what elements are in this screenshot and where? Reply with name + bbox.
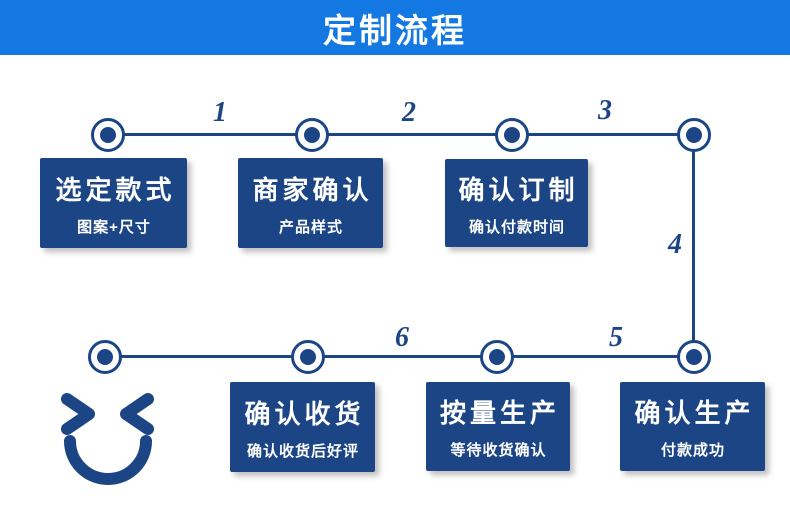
step-number-6: 6 [395, 322, 409, 353]
flow-node-corner-bottom [677, 340, 711, 374]
node-dot [97, 349, 113, 365]
step-box-merchant-confirm: 商家确认 产品样式 [238, 158, 383, 248]
step-subtitle: 产品样式 [278, 218, 343, 236]
step-subtitle: 图案+尺寸 [77, 218, 151, 236]
step-box-produce-by-volume: 按量生产 等待收货确认 [426, 382, 570, 471]
step-number-1: 1 [213, 97, 227, 128]
flow-node-2 [295, 118, 329, 152]
flow-node-corner-top [677, 118, 711, 152]
step-number-5: 5 [609, 322, 623, 353]
step-title: 商家确认 [252, 174, 373, 205]
step-number-2: 2 [402, 97, 416, 128]
step-box-confirm-receipt: 确认收货 确认收货后好评 [230, 382, 375, 472]
step-subtitle: 等待收货确认 [450, 442, 547, 459]
step-title: 确认订制 [458, 174, 579, 205]
page-title: 定制流程 [323, 11, 467, 49]
connector-line-right [692, 134, 695, 356]
step-subtitle: 付款成功 [660, 442, 725, 459]
smiley-left-eye [61, 393, 95, 435]
node-dot [686, 127, 702, 143]
step-subtitle: 确认收货后好评 [246, 442, 359, 460]
step-box-confirm-order: 确认订制 确认付款时间 [445, 159, 588, 247]
node-dot [100, 127, 116, 143]
step-number-4: 4 [668, 229, 682, 260]
step-subtitle: 确认付款时间 [468, 218, 565, 236]
flow-node-5 [480, 340, 514, 374]
step-title: 确认收货 [244, 398, 365, 429]
step-number-3: 3 [598, 95, 612, 126]
step-title: 确认生产 [634, 398, 755, 428]
smiley-icon [61, 393, 154, 485]
node-dot [300, 349, 316, 365]
connector-line-top [108, 133, 694, 136]
node-dot [489, 349, 505, 365]
connector-line-bottom [105, 355, 694, 358]
smiley-right-eye [120, 393, 154, 435]
step-box-select-style: 选定款式 图案+尺寸 [40, 158, 187, 248]
node-dot [686, 349, 702, 365]
flow-node-end [88, 340, 122, 374]
flow-node-3 [495, 118, 529, 152]
step-box-confirm-production: 确认生产 付款成功 [620, 382, 765, 471]
step-title: 选定款式 [55, 174, 176, 205]
smiley-mouth [64, 435, 152, 485]
node-dot [304, 127, 320, 143]
node-dot [504, 127, 520, 143]
step-title: 按量生产 [439, 398, 560, 428]
header-banner: 定制流程 [0, 0, 790, 55]
flow-node-1 [91, 118, 125, 152]
flow-node-6 [291, 340, 325, 374]
